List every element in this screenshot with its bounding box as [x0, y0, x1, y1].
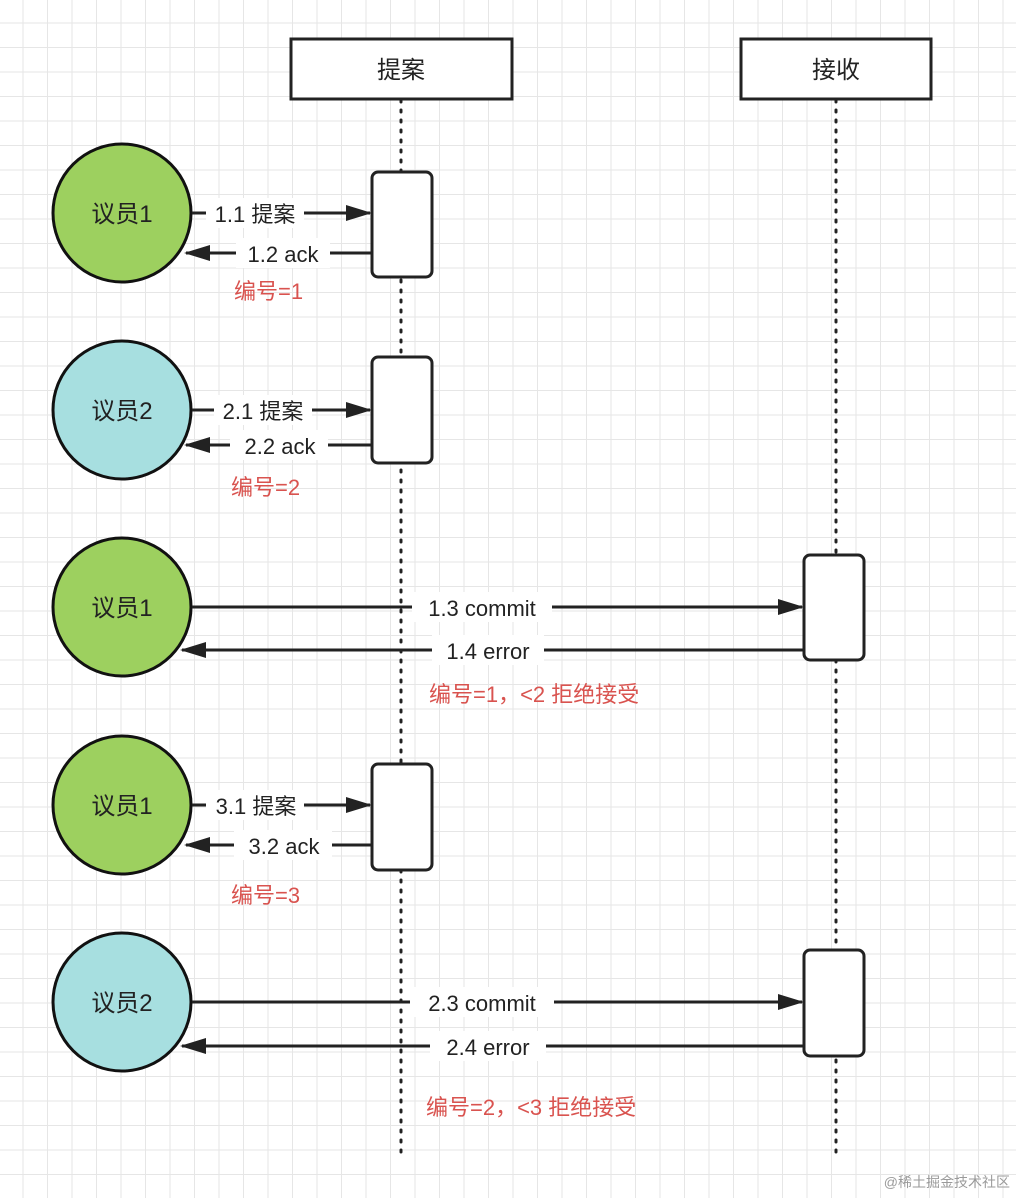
proposal-lifeline-label: 提案	[377, 57, 425, 84]
activation-box-accept-1	[802, 553, 866, 662]
message-2-1: 2.1 提案	[192, 395, 372, 425]
note-4: 编号=3	[231, 883, 300, 908]
message-3-1: 3.1 提案	[192, 790, 372, 820]
activation-box-proposal-3	[370, 762, 434, 872]
actor-circle	[51, 931, 193, 1073]
message-label: 3.2 ack	[249, 834, 321, 859]
activation-box-proposal-1	[370, 170, 434, 279]
message-1-1: 1.1 提案	[192, 198, 372, 228]
watermark: @稀土掘金技术社区	[883, 1174, 1010, 1190]
actor-5: 议员2	[51, 931, 193, 1073]
activation-box-accept-2	[802, 948, 866, 1058]
note-3: 编号=1，<2 拒绝接受	[429, 682, 639, 707]
actor-label: 议员2	[91, 990, 152, 1017]
actor-label: 议员2	[91, 398, 152, 425]
message-label: 2.4 error	[446, 1035, 529, 1060]
message-2-4: 2.4 error	[180, 1031, 804, 1061]
message-2-2: 2.2 ack	[184, 430, 372, 460]
message-label: 1.3 commit	[428, 596, 536, 621]
message-label: 2.1 提案	[223, 399, 304, 424]
activation-box-proposal-2	[370, 355, 434, 465]
actor-3: 议员1	[51, 536, 193, 678]
actor-circle	[51, 536, 193, 678]
actor-circle	[51, 734, 193, 876]
message-1-4: 1.4 error	[180, 635, 804, 665]
actor-label: 议员1	[91, 595, 152, 622]
message-1-2: 1.2 ack	[184, 238, 372, 268]
actor-1: 议员1	[51, 142, 193, 284]
message-label: 1.4 error	[446, 639, 529, 664]
message-label: 3.1 提案	[216, 794, 297, 819]
note-2: 编号=2	[231, 475, 300, 500]
actor-circle	[51, 142, 193, 284]
message-1-3: 1.3 commit	[192, 592, 804, 622]
message-label: 1.1 提案	[215, 202, 296, 227]
actor-2: 议员2	[51, 339, 193, 481]
note-5: 编号=2，<3 拒绝接受	[426, 1095, 636, 1120]
note-1: 编号=1	[234, 279, 303, 304]
message-label: 2.2 ack	[245, 434, 317, 459]
actor-label: 议员1	[91, 201, 152, 228]
proposal-lifeline-head: 提案	[289, 37, 514, 101]
message-label: 1.2 ack	[248, 242, 320, 267]
actor-4: 议员1	[51, 734, 193, 876]
message-2-3: 2.3 commit	[192, 987, 804, 1017]
accept-lifeline-label: 接收	[812, 57, 860, 84]
message-3-2: 3.2 ack	[184, 830, 372, 860]
actor-label: 议员1	[91, 793, 152, 820]
actor-circle	[51, 339, 193, 481]
accept-lifeline-head: 接收	[739, 37, 933, 101]
message-label: 2.3 commit	[428, 991, 536, 1016]
